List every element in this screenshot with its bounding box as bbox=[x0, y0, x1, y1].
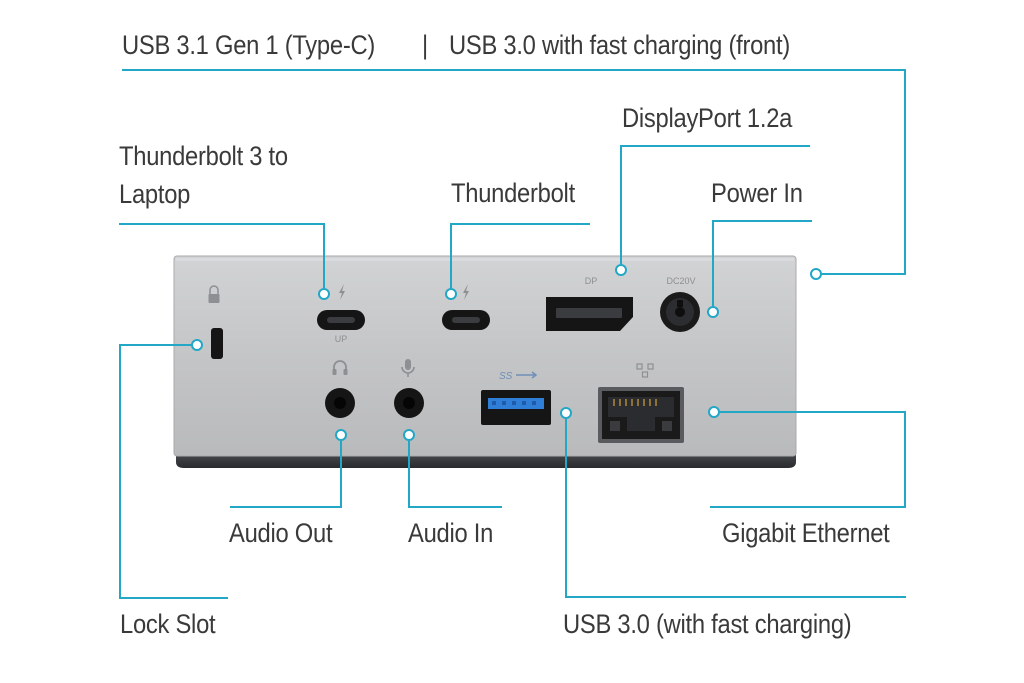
leader-dot-power-in bbox=[707, 306, 719, 318]
dc-marking: DC20V bbox=[666, 276, 695, 286]
label-usb-rear: USB 3.0 (with fast charging) bbox=[563, 609, 852, 639]
leader-lock-slot bbox=[119, 344, 228, 599]
label-power-in: Power In bbox=[711, 178, 803, 208]
leader-thunderbolt bbox=[450, 223, 590, 288]
label-usb-front-right: USB 3.0 with fast charging (front) bbox=[449, 30, 790, 60]
leader-dot-audio-out bbox=[335, 429, 347, 441]
headphones-icon bbox=[332, 360, 348, 375]
label-separator: | bbox=[422, 30, 428, 60]
leader-dot-audio-in bbox=[403, 429, 415, 441]
lock-icon bbox=[208, 285, 220, 303]
leader-dot-displayport bbox=[615, 264, 627, 276]
leader-thunderbolt-laptop bbox=[119, 223, 325, 288]
leader-dot-usb-rear bbox=[560, 407, 572, 419]
label-audio-out: Audio Out bbox=[229, 518, 333, 548]
thunderbolt-up-icon bbox=[339, 284, 345, 300]
leader-dot-thunderbolt-laptop bbox=[318, 288, 330, 300]
leader-audio-out bbox=[230, 441, 342, 508]
label-thunderbolt-laptop-line2: Laptop bbox=[119, 179, 191, 209]
label-thunderbolt-laptop-line1: Thunderbolt 3 to bbox=[119, 141, 288, 171]
microphone-icon bbox=[401, 359, 415, 377]
label-displayport: DisplayPort 1.2a bbox=[622, 103, 793, 133]
leader-dot-front-usb bbox=[810, 268, 822, 280]
label-audio-in: Audio In bbox=[408, 518, 494, 548]
label-usb-front-left: USB 3.1 Gen 1 (Type-C) bbox=[122, 30, 376, 60]
leader-ethernet bbox=[710, 411, 906, 508]
usb-icon bbox=[516, 371, 538, 379]
leader-dot-ethernet bbox=[708, 406, 720, 418]
dp-marking: DP bbox=[585, 276, 598, 286]
thunderbolt-icon bbox=[463, 284, 469, 300]
ss-marking: SS bbox=[499, 371, 513, 382]
leader-front-usb bbox=[122, 69, 906, 275]
leader-audio-in bbox=[408, 441, 502, 508]
network-icon bbox=[636, 363, 654, 378]
leader-power-in bbox=[712, 220, 812, 306]
label-lock-slot: Lock Slot bbox=[120, 609, 216, 639]
leader-usb-rear bbox=[565, 419, 906, 598]
leader-dot-thunderbolt bbox=[445, 288, 457, 300]
lock-slot-port bbox=[211, 328, 223, 359]
leader-dot-lock-slot bbox=[191, 339, 203, 351]
label-gigabit-ethernet: Gigabit Ethernet bbox=[722, 518, 890, 548]
up-marking: UP bbox=[335, 334, 348, 344]
label-thunderbolt: Thunderbolt bbox=[451, 178, 575, 208]
leader-displayport bbox=[620, 145, 810, 264]
